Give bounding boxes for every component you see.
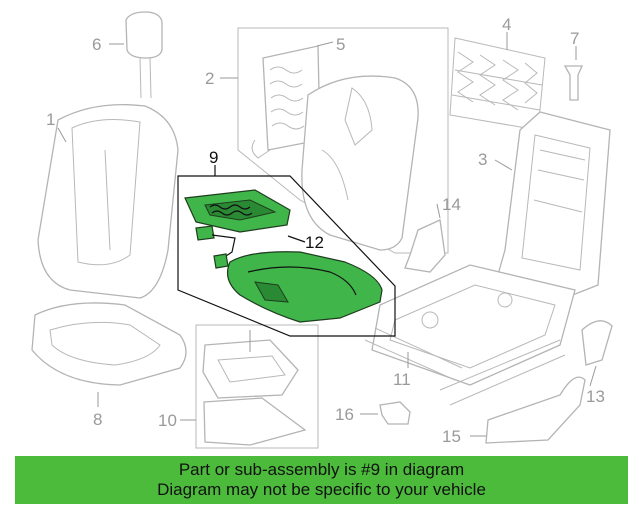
headrest (125, 11, 163, 99)
seat-back-frame (494, 111, 611, 301)
info-banner: Part or sub-assembly is #9 in diagram Di… (15, 456, 628, 504)
callout-3: 3 (478, 150, 487, 169)
group-box-10 (195, 324, 319, 449)
callout-15: 15 (442, 427, 461, 446)
banner-line-1: Part or sub-assembly is #9 in diagram (178, 460, 465, 479)
seat-cushion-cover (31, 302, 187, 386)
bracket-clip (379, 401, 411, 425)
seat-back-pad (301, 75, 419, 251)
callout-13: 13 (586, 387, 605, 406)
seat-cushion-frame-highlight (184, 189, 291, 269)
callout-12: 12 (305, 233, 324, 252)
callout-14: 14 (442, 195, 461, 214)
callout-9: 9 (209, 148, 218, 167)
callout-6: 6 (92, 35, 101, 54)
spring-mat (449, 37, 546, 131)
parts-diagram: 6 1 8 2 5 4 (31, 11, 613, 449)
seat-adjuster (364, 264, 576, 406)
group-box-2-5 (237, 27, 449, 254)
callout-10: 10 (158, 411, 177, 430)
callout-7: 7 (570, 29, 579, 48)
seat-cushion-pad-highlight (227, 251, 383, 323)
callout-11: 11 (393, 370, 411, 389)
banner-line-2: Diagram may not be specific to your vehi… (157, 480, 486, 499)
seat-back-cover (37, 103, 179, 299)
callout-8: 8 (93, 410, 102, 429)
callout-4: 4 (502, 15, 511, 34)
callout-1: 1 (46, 110, 55, 129)
clip (563, 65, 584, 101)
callout-2: 2 (205, 69, 214, 88)
recliner-cover (581, 320, 613, 366)
callout-16: 16 (335, 405, 354, 424)
bracket (404, 219, 446, 273)
callout-5: 5 (336, 35, 345, 54)
group-box-9 (177, 175, 396, 337)
side-shield (485, 376, 586, 444)
cushion-frame-pan (202, 330, 307, 446)
